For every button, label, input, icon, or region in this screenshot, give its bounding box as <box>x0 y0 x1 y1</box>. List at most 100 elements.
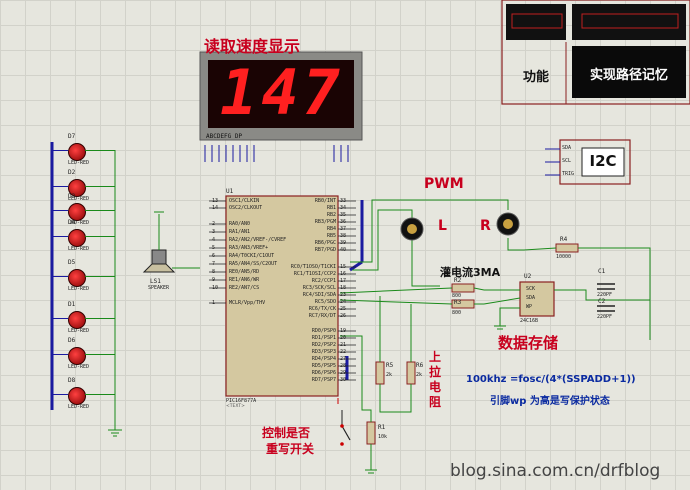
led-bulb-icon <box>68 347 86 365</box>
u1-pin-name: MCLR/Vpp/THV <box>229 300 266 306</box>
c2-ref: C2 <box>598 298 606 305</box>
led-ground-symbol <box>108 429 122 437</box>
i2c-formula: 100khz =fosc/(4*(SSPADD+1)) <box>466 374 636 385</box>
r5-body <box>375 361 385 385</box>
u1-pin-name: RB5 <box>326 233 336 239</box>
sink-current-label: 灌电流3MA <box>440 266 501 279</box>
c2-value: 220PF <box>597 314 613 320</box>
u1-pin-name: RC7/RX/DT <box>308 313 336 319</box>
led-type: LED-RED <box>68 404 90 410</box>
r3-value: 800 <box>452 310 462 316</box>
r1-ref: R1 <box>378 424 386 431</box>
u1-pin-num: 39 <box>340 240 347 246</box>
led-ref: D6 <box>68 337 76 344</box>
c1-value: 220PF <box>597 292 613 298</box>
u1-pin-name: RA4/T0CKI/C1OUT <box>229 253 275 259</box>
led-ref: D3 <box>68 193 76 200</box>
u1-pin-num: 18 <box>340 285 347 291</box>
led-wire <box>52 318 68 319</box>
i2c-pin-sda: SDA <box>562 145 572 151</box>
r1-wire <box>340 335 372 422</box>
u1-pin-num: 27 <box>340 356 347 362</box>
motor-l-wire <box>411 240 440 287</box>
r6-ref: R6 <box>416 362 424 369</box>
led-wire <box>85 276 115 277</box>
u1-pin-num: 7 <box>212 261 216 267</box>
info-stamp-left <box>511 13 563 29</box>
display-pins <box>204 145 349 162</box>
u1-pin-num: 36 <box>340 219 347 225</box>
u1-pin-marks <box>209 200 226 304</box>
led-bulb-icon <box>68 179 86 197</box>
led-wire <box>52 150 68 151</box>
r2-out <box>473 287 485 291</box>
rewrite-switch <box>337 398 351 446</box>
u1-pin-num: 28 <box>340 363 347 369</box>
u1-pin-num: 14 <box>212 205 219 211</box>
led-ref: D7 <box>68 133 76 140</box>
c1-cap <box>597 283 615 290</box>
func-value: 实现路径记忆 <box>589 68 668 83</box>
u2-pin-wp: WP <box>526 304 533 310</box>
speaker-type: SPEAKER <box>148 285 170 291</box>
u1-pin-num: 1 <box>212 300 216 306</box>
u1-pin-name: RD0/PSP0 <box>311 328 336 334</box>
sda-line <box>339 299 453 305</box>
led-type: LED-RED <box>68 160 90 166</box>
cap-wire <box>554 289 650 301</box>
u1-pin-name: RD4/PSP4 <box>311 356 336 362</box>
led-wire <box>85 186 115 187</box>
r6-value: 2k <box>416 372 423 378</box>
u1-pin-name: RA3/AN3/VREF+ <box>229 245 269 251</box>
u1-pin-num: 10 <box>212 285 219 291</box>
u1-pin-name: RD5/PSP5 <box>311 363 336 369</box>
u1-pin-num: 19 <box>340 328 347 334</box>
led-ref: D1 <box>68 301 76 308</box>
display-segment-labels: ABCDEFG DP <box>206 133 243 140</box>
u1-pin-name: RA5/AN4/SS/C2OUT <box>229 261 278 267</box>
motor-l-hub <box>407 224 417 234</box>
u1-pin-name: OSC1/CLKIN <box>229 198 260 204</box>
u1-pin-num: 30 <box>340 377 347 383</box>
u1-part: PIC16F877A <box>226 398 257 404</box>
r6-body <box>406 361 416 385</box>
r4-ref: R4 <box>560 236 568 243</box>
info-value-bg <box>572 46 686 98</box>
speaker-ref: LS1 <box>150 278 161 285</box>
speaker-ls1 <box>142 211 200 273</box>
u1-pin-num: 20 <box>340 335 347 341</box>
u1-pin-num: 35 <box>340 212 347 218</box>
i2c-label-box <box>581 147 625 177</box>
u1-pin-name: OSC2/CLKOUT <box>229 205 263 211</box>
u1-pin-name: RB3/PGM <box>314 219 336 225</box>
led-wire <box>52 354 68 355</box>
u1-pin-name: RE2/AN7/CS <box>229 285 260 291</box>
scl-line <box>339 287 453 294</box>
r3-ref: R3 <box>454 299 462 306</box>
u2-part: 24C16B <box>520 318 539 324</box>
i2c-pin-trig: TRIG <box>562 171 575 177</box>
u1-pin-num: 29 <box>340 370 347 376</box>
u1-text: <TEXT> <box>226 404 245 409</box>
led-type: LED-RED <box>68 220 90 226</box>
u1-pin-num: 4 <box>212 237 216 243</box>
c2-cap <box>597 305 615 312</box>
led-bulb-icon <box>68 229 86 247</box>
led-bulb-icon <box>68 143 86 161</box>
led-type: LED-RED <box>68 246 90 252</box>
led-ref: D4 <box>68 219 76 226</box>
u1-pin-num: 25 <box>340 306 347 312</box>
r5-value: 2k <box>386 372 393 378</box>
u1-pin-num: 34 <box>340 205 347 211</box>
i2c-label: I2C <box>589 152 617 170</box>
u1-pin-num: 26 <box>340 313 347 319</box>
info-stamp-right <box>581 13 679 29</box>
u1-pin-name: RC4/SDI/SDA <box>302 292 336 298</box>
r4-body <box>555 243 579 253</box>
